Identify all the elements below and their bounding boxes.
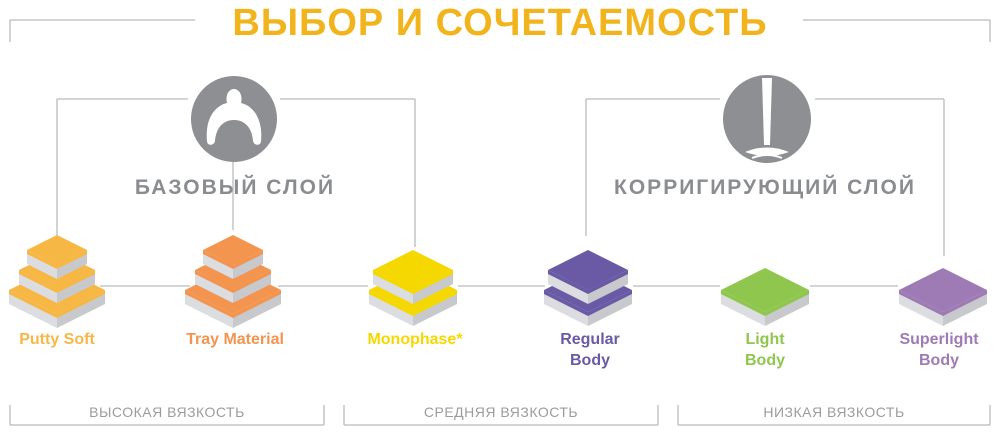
slab-lip-left-1-0: [185, 290, 233, 318]
viscosity-low: НИЗКАЯ ВЯЗКОСТЬ: [763, 404, 905, 420]
slab-top-3-1: [548, 250, 628, 290]
slab-lip-left-2-1: [373, 270, 413, 294]
slab-lip-left-0-2: [27, 250, 57, 269]
slab-lip-right-0-0: [57, 290, 105, 318]
slab-top-2-1: [373, 250, 453, 290]
slab-lip-right-5-0: [943, 290, 987, 316]
section-title-correcting: КОРРИГИРУЮЩИЙ СЛОЙ: [614, 176, 916, 199]
slab-lip-left-3-0: [544, 290, 588, 316]
slab-lip-right-0-1: [57, 270, 95, 293]
slab-lip-right-3-0: [588, 290, 632, 316]
slab-lip-right-2-0: [413, 290, 457, 316]
viscosity-medium: СРЕДНЯЯ ВЯЗКОСТЬ: [423, 404, 579, 420]
slab-lip-left-1-1: [195, 270, 233, 293]
slab-lip-left-3-1: [548, 270, 588, 294]
slab-lip-right-3-1: [588, 270, 628, 294]
slab-top-5-0: [899, 268, 987, 312]
label-superlight-body: Superlight Body: [899, 331, 979, 369]
label-tray-material: Tray Material: [186, 331, 284, 348]
slab-lip-right-2-1: [413, 270, 453, 294]
label-monophase: Monophase*: [367, 331, 463, 348]
section-title-base: БАЗОВЫЙ СЛОЙ: [134, 176, 336, 199]
slab-lip-left-0-1: [19, 270, 57, 293]
slab-lip-left-1-2: [203, 250, 233, 269]
slab-lip-right-4-0: [765, 290, 809, 316]
slab-top-4-0: [721, 268, 809, 312]
slab-lip-right-1-1: [233, 270, 271, 293]
slab-lip-left-5-0: [899, 290, 943, 316]
label-light-body: Light Body: [745, 331, 785, 369]
slab-lip-right-1-0: [233, 290, 281, 318]
slab-lip-left-0-0: [9, 290, 57, 318]
slab-lip-left-4-0: [721, 290, 765, 316]
viscosity-high: ВЫСОКАЯ ВЯЗКОСТЬ: [89, 404, 245, 420]
slab-lip-right-1-2: [233, 250, 263, 269]
slab-lip-right-0-2: [57, 250, 87, 269]
label-regular-body: Regular Body: [560, 331, 620, 369]
slab-top-0-2: [27, 235, 87, 265]
label-putty-soft: Putty Soft: [19, 331, 95, 348]
slab-lip-left-2-0: [369, 290, 413, 316]
slab-top-1-2: [203, 235, 263, 265]
page-title: ВЫБОР И СОЧЕТАЕМОСТЬ: [232, 2, 768, 44]
